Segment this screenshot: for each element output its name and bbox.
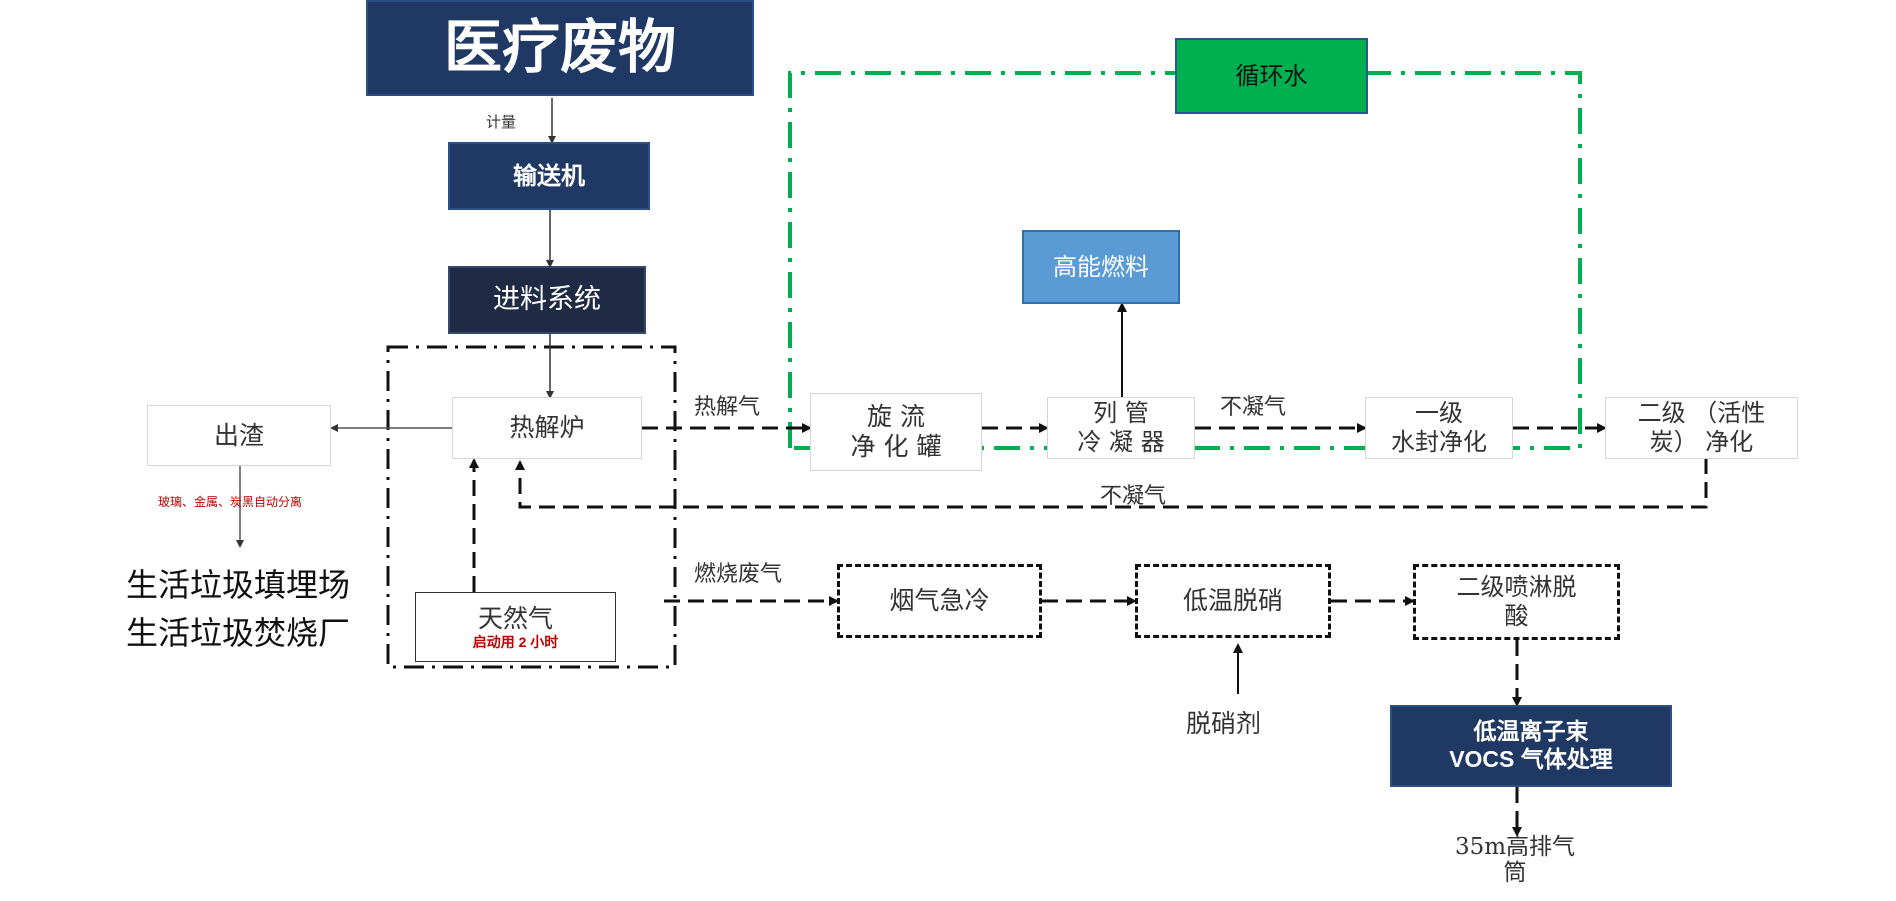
landfill-label: 生活垃圾填埋场 <box>126 566 351 604</box>
stack-label-line-2: 筒 <box>1503 860 1527 887</box>
cyclone-tank-line-2: 净 化 罐 <box>850 432 942 461</box>
slag-box: 出渣 <box>147 405 331 466</box>
circulating-water-box: 循环水 <box>1175 38 1368 114</box>
separation-note: 玻璃、金属、炭黑自动分离 <box>158 495 303 509</box>
secondary-spray-deacid-line-2: 酸 <box>1504 602 1529 630</box>
tube-condenser-line-1: 列 管 <box>1093 399 1149 428</box>
low-temp-denitration-box: 低温脱硝 <box>1135 564 1331 638</box>
secondary-carbon-line-1: 二级 （活性 <box>1637 399 1766 428</box>
title-medical-waste: 医疗废物 <box>366 0 754 96</box>
cyclone-tank-line-1: 旋 流 <box>867 402 925 431</box>
secondary-carbon-box: 二级 （活性 炭） 净化 <box>1605 397 1798 459</box>
secondary-carbon-line-2: 炭） 净化 <box>1649 428 1754 456</box>
natural-gas-label: 天然气 <box>477 603 553 633</box>
tube-condenser-line-2: 冷 凝 器 <box>1077 428 1165 456</box>
pyrolysis-furnace-box: 热解炉 <box>452 397 642 459</box>
cyclone-tank-box: 旋 流 净 化 罐 <box>810 393 982 471</box>
combustion-exhaust-label: 燃烧废气 <box>694 562 783 587</box>
non-condensable-gas-label-upper: 不凝气 <box>1220 395 1287 420</box>
vocs-treatment-line-1: 低温离子束 <box>1473 718 1589 745</box>
primary-water-seal-line-1: 一级 <box>1415 399 1463 428</box>
pyrolysis-gas-label: 热解气 <box>694 395 761 420</box>
natural-gas-box: 天然气 启动用 2 小时 <box>415 592 616 662</box>
stack-label: 35m高排气 筒 <box>1440 834 1590 887</box>
circulating-water-label: 循环水 <box>1235 61 1308 90</box>
metering-label: 计量 <box>486 113 517 131</box>
title-text: 医疗废物 <box>443 13 676 82</box>
circulating-water-loop <box>788 71 1582 450</box>
denitration-agent-label: 脱硝剂 <box>1186 709 1262 738</box>
conveyor-label: 输送机 <box>513 161 585 190</box>
feed-system-box: 进料系统 <box>448 266 646 334</box>
secondary-spray-deacid-line-1: 二级喷淋脱 <box>1456 573 1577 602</box>
primary-water-seal-line-2: 水封净化 <box>1391 428 1487 456</box>
secondary-spray-deacid-box: 二级喷淋脱 酸 <box>1413 564 1620 640</box>
conveyor-box: 输送机 <box>448 142 650 210</box>
incineration-plant-label: 生活垃圾焚烧厂 <box>126 614 351 652</box>
vocs-treatment-line-2: VOCS 气体处理 <box>1449 746 1613 772</box>
high-energy-fuel-label: 高能燃料 <box>1053 252 1149 281</box>
flue-quench-box: 烟气急冷 <box>837 564 1042 638</box>
flue-quench-label: 烟气急冷 <box>889 586 990 615</box>
slag-label: 出渣 <box>213 420 264 450</box>
pyrolysis-furnace-label: 热解炉 <box>509 413 585 442</box>
tube-condenser-box: 列 管 冷 凝 器 <box>1047 397 1195 459</box>
low-temp-denitration-label: 低温脱硝 <box>1182 586 1283 615</box>
feed-system-label: 进料系统 <box>493 283 601 315</box>
non-condensable-gas-label-lower: 不凝气 <box>1100 484 1167 509</box>
primary-water-seal-box: 一级 水封净化 <box>1365 397 1513 459</box>
stack-label-line-1: 35m高排气 <box>1454 834 1576 860</box>
natural-gas-note: 启动用 2 小时 <box>472 633 559 650</box>
high-energy-fuel-box: 高能燃料 <box>1022 230 1180 304</box>
vocs-treatment-box: 低温离子束 VOCS 气体处理 <box>1390 705 1672 787</box>
